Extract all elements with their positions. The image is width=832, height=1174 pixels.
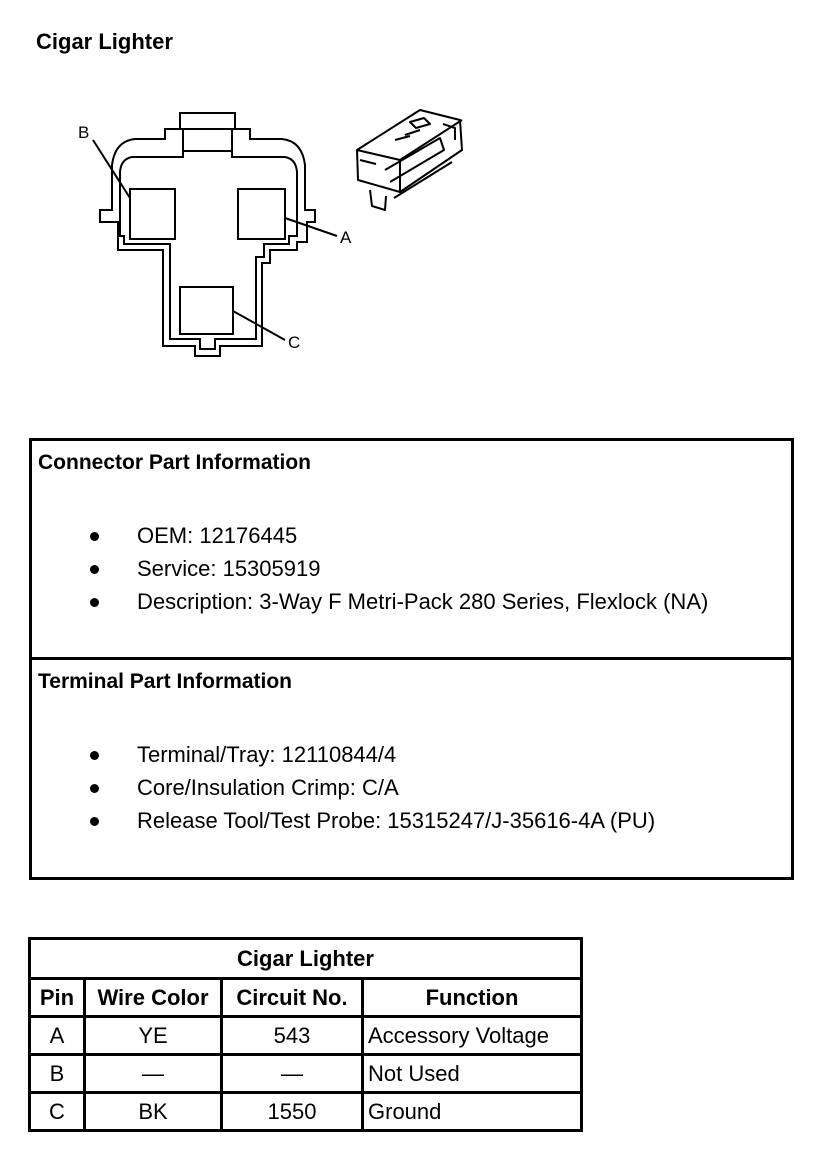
circuit-no-cell: — bbox=[220, 1053, 364, 1094]
cavity-a bbox=[237, 188, 286, 240]
callout-leader-c bbox=[232, 310, 286, 341]
connector-part-info-section: Connector Part Information OEM: 12176445… bbox=[32, 441, 791, 660]
cavity-c bbox=[179, 286, 234, 335]
terminal-part-info-list: Terminal/Tray: 12110844/4 Core/Insulatio… bbox=[32, 738, 655, 837]
table-row: C BK 1550 Ground bbox=[28, 1091, 583, 1132]
list-item-text: Core/Insulation Crimp: C/A bbox=[137, 775, 399, 800]
callout-label-a: A bbox=[340, 228, 352, 247]
list-item: Core/Insulation Crimp: C/A bbox=[32, 771, 655, 804]
callout-leader-b bbox=[92, 139, 131, 199]
connector-latch bbox=[180, 128, 235, 151]
column-header-function: Function bbox=[361, 977, 583, 1018]
list-item: OEM: 12176445 bbox=[32, 519, 708, 552]
callout-label-c: C bbox=[288, 333, 300, 352]
column-header-circuit-no: Circuit No. bbox=[220, 977, 364, 1018]
wire-color-cell: YE bbox=[83, 1015, 223, 1056]
list-item: Terminal/Tray: 12110844/4 bbox=[32, 738, 655, 771]
bullet-icon bbox=[90, 532, 99, 541]
list-item-text: OEM: 12176445 bbox=[137, 523, 298, 548]
connector-face-diagram: B A C bbox=[78, 109, 463, 357]
terminal-part-info-section: Terminal Part Information Terminal/Tray:… bbox=[32, 660, 791, 877]
cavity-b bbox=[129, 188, 176, 240]
function-cell: Accessory Voltage bbox=[361, 1015, 583, 1056]
pin-table-caption: Cigar Lighter bbox=[28, 937, 583, 980]
bullet-icon bbox=[90, 598, 99, 607]
function-cell: Not Used bbox=[361, 1053, 583, 1094]
bullet-icon bbox=[90, 565, 99, 574]
pin-table: Cigar Lighter Pin Wire Color Circuit No.… bbox=[28, 937, 583, 1132]
column-header-wire-color: Wire Color bbox=[83, 977, 223, 1018]
pin-cell: C bbox=[28, 1091, 86, 1132]
callout-leader-a bbox=[284, 217, 338, 237]
list-item: Description: 3-Way F Metri-Pack 280 Seri… bbox=[32, 585, 708, 618]
list-item-text: Terminal/Tray: 12110844/4 bbox=[137, 742, 397, 767]
pin-cell: B bbox=[28, 1053, 86, 1094]
function-cell: Ground bbox=[361, 1091, 583, 1132]
connector-3d-view bbox=[356, 109, 463, 211]
connector-inner-outline bbox=[119, 150, 298, 350]
callout-label-b: B bbox=[78, 123, 89, 142]
pin-cell: A bbox=[28, 1015, 86, 1056]
part-info-box: Connector Part Information OEM: 12176445… bbox=[29, 438, 794, 880]
page-title: Cigar Lighter bbox=[36, 29, 173, 54]
connector-part-info-heading: Connector Part Information bbox=[38, 451, 312, 474]
wire-color-cell: — bbox=[83, 1053, 223, 1094]
list-item: Release Tool/Test Probe: 15315247/J-3561… bbox=[32, 804, 655, 837]
list-item-text: Service: 15305919 bbox=[137, 556, 321, 581]
table-row: A YE 543 Accessory Voltage bbox=[28, 1015, 583, 1056]
circuit-no-cell: 1550 bbox=[220, 1091, 364, 1132]
bullet-icon bbox=[90, 784, 99, 793]
connector-part-info-list: OEM: 12176445 Service: 15305919 Descript… bbox=[32, 519, 708, 618]
bullet-icon bbox=[90, 751, 99, 760]
circuit-no-cell: 543 bbox=[220, 1015, 364, 1056]
column-header-pin: Pin bbox=[28, 977, 86, 1018]
table-row: B — — Not Used bbox=[28, 1053, 583, 1094]
bullet-icon bbox=[90, 817, 99, 826]
list-item: Service: 15305919 bbox=[32, 552, 708, 585]
wire-color-cell: BK bbox=[83, 1091, 223, 1132]
terminal-part-info-heading: Terminal Part Information bbox=[38, 670, 292, 693]
list-item-text: Description: 3-Way F Metri-Pack 280 Seri… bbox=[137, 589, 709, 614]
list-item-text: Release Tool/Test Probe: 15315247/J-3561… bbox=[137, 808, 656, 833]
connector-outer-outline bbox=[99, 112, 316, 357]
pin-table-header-row: Pin Wire Color Circuit No. Function bbox=[28, 977, 583, 1018]
